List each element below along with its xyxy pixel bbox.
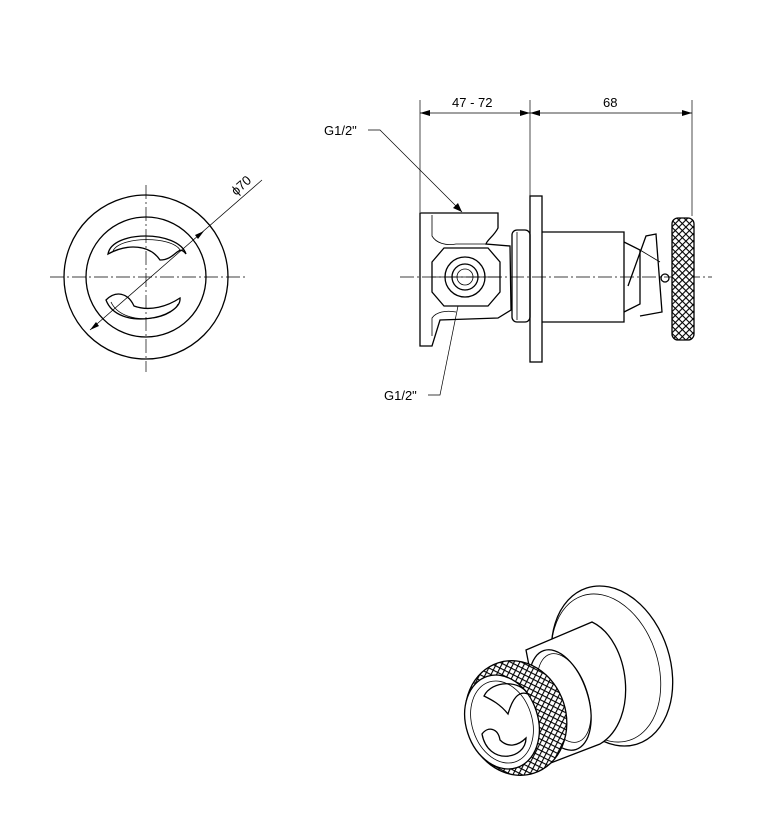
diameter-dimension-line (89, 179, 263, 331)
dim-depth-label: 47 - 72 (452, 95, 492, 110)
leader-line-bottom (428, 305, 459, 396)
thread-label-top: G1/2" (324, 123, 357, 138)
valve-body (419, 212, 512, 347)
dim-arrow (530, 110, 540, 116)
inlet-bore (456, 268, 474, 286)
handle-ring-circle (85, 216, 207, 338)
lever-arm (627, 233, 663, 317)
iso-upper-slot (483, 683, 530, 716)
iso-lower-slot (481, 728, 527, 757)
valve-body-inner (431, 215, 486, 245)
wall-plate (529, 195, 543, 363)
inlet-inner-circle (451, 263, 479, 291)
spindle-sleeve (542, 231, 625, 323)
side-view: 47 - 72 68 G1/2" G1/2" (324, 95, 712, 403)
inlet-outer-circle (444, 256, 486, 298)
dim-arrow (520, 110, 530, 116)
iso-view (464, 585, 674, 776)
front-view: ϕ70 (50, 173, 263, 372)
dim-arrow (420, 110, 430, 116)
thread-label-bottom: G1/2" (384, 388, 417, 403)
hex-nut (431, 247, 501, 307)
leader-line-top (368, 129, 463, 213)
lower-slot-inner (110, 301, 179, 320)
dim-arrow (682, 110, 692, 116)
valve-body-inner (431, 310, 457, 336)
knurled-handle (671, 217, 695, 341)
upper-slot (107, 235, 187, 261)
dim-handle-label: 68 (603, 95, 617, 110)
leader-arrow-top (453, 203, 462, 212)
upper-slot-inner (112, 239, 181, 252)
sleeve-taper (623, 241, 641, 313)
iso-handle-face-inner (470, 680, 534, 764)
coupling-ring (511, 229, 531, 323)
lever-edge (639, 249, 661, 263)
iso-handle-face (464, 674, 540, 770)
escutcheon-outer-circle (63, 194, 229, 360)
lever-pin (660, 273, 670, 283)
diameter-arrow-start (90, 322, 99, 330)
diameter-label: ϕ70 (228, 173, 254, 199)
diameter-arrow-end (195, 231, 204, 239)
